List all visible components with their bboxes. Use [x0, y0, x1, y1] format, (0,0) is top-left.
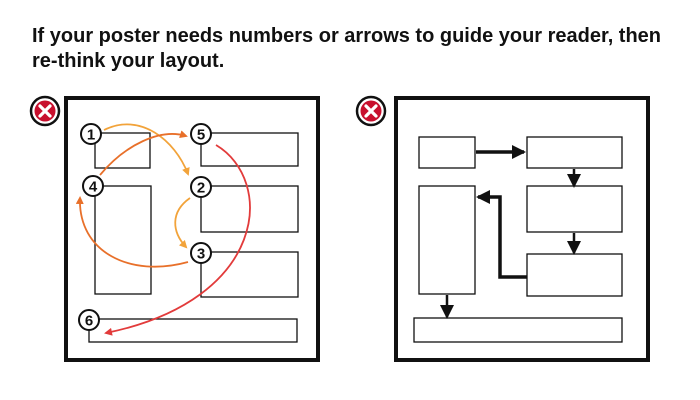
- arrow-4-to-5: [99, 130, 188, 176]
- left-box-3: [200, 251, 299, 298]
- red-x-circle-icon: [29, 95, 61, 127]
- step-number-5: 5: [197, 127, 205, 144]
- step-number-3: 3: [197, 246, 205, 263]
- step-marker-4: 4: [82, 175, 104, 197]
- step-marker-3: 3: [190, 242, 212, 264]
- right-panel: [355, 95, 650, 362]
- right-box-middle-right: [526, 185, 623, 233]
- left-panel: 1 2 3 4 5 6: [29, 95, 320, 362]
- right-box-lower-right: [526, 253, 623, 297]
- left-box-5: [200, 132, 299, 167]
- step-number-6: 6: [85, 313, 93, 330]
- arrow-5-to-6: [104, 144, 251, 336]
- left-box-1: [94, 132, 151, 169]
- red-x-circle-icon: [355, 95, 387, 127]
- right-box-bottom-wide: [413, 317, 623, 343]
- left-box-4: [94, 185, 152, 295]
- arrow-1-to-2: [103, 123, 190, 176]
- headline-line-2: re-think your layout.: [32, 50, 225, 72]
- headline-line-1: If your poster needs numbers or arrows t…: [32, 25, 662, 47]
- arrow-2-to-3: [174, 197, 191, 249]
- right-box-tall-left: [418, 185, 476, 295]
- arrow-3-to-4: [75, 196, 189, 268]
- step-marker-1: 1: [80, 123, 102, 145]
- step-number-4: 4: [89, 179, 98, 196]
- step-number-1: 1: [87, 127, 95, 144]
- headline: If your poster needs numbers or arrows t…: [32, 24, 682, 74]
- step-marker-6: 6: [78, 309, 100, 331]
- step-number-2: 2: [197, 180, 205, 197]
- step-marker-2: 2: [190, 176, 212, 198]
- step-marker-5: 5: [190, 123, 212, 145]
- right-box-top-right: [526, 136, 623, 169]
- right-box-top-left: [418, 136, 476, 169]
- arrow-lower-right-to-tall-left: [476, 190, 527, 279]
